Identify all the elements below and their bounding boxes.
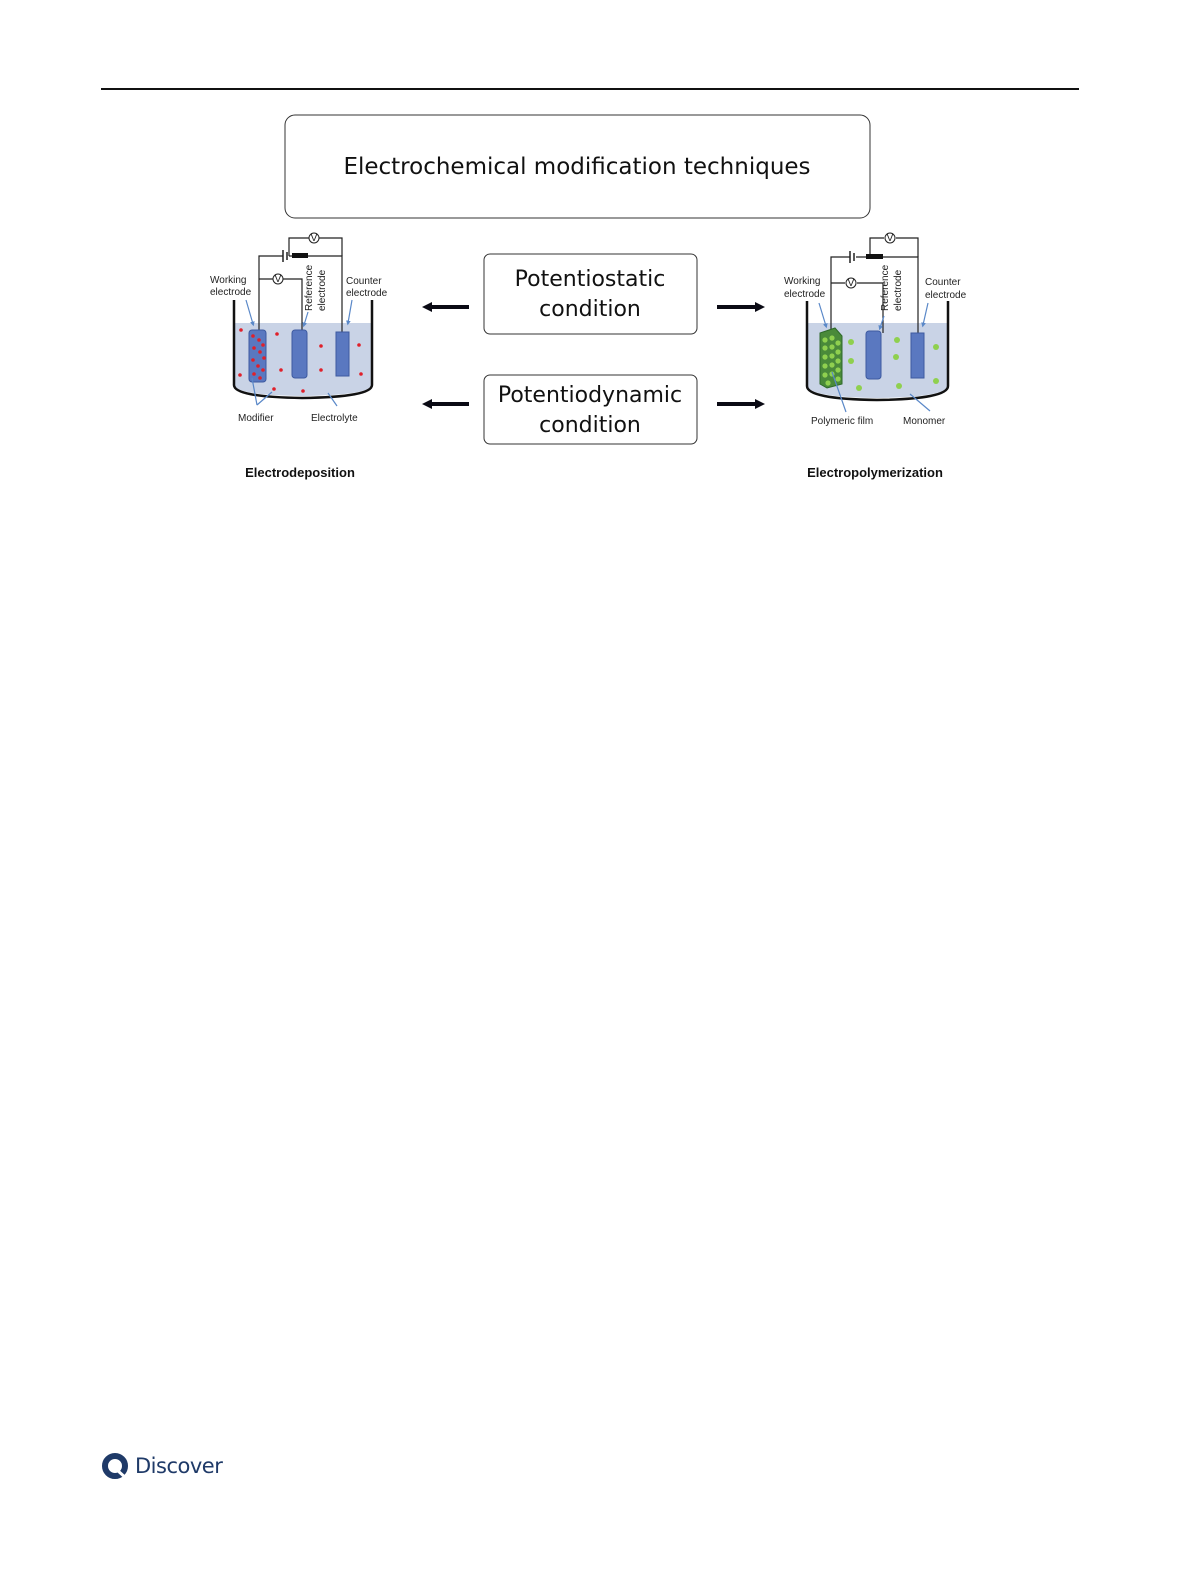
discover-logo-icon [102,1453,129,1480]
figure-title: Electrochemical modification techniques [343,154,810,180]
figure-conditions-1-line1-label: Potentiodynamic [498,383,682,408]
arrow-left-icon [422,399,469,409]
figure-conditions-0-line2-label: condition [539,297,641,322]
voltmeter-icon: V [275,274,282,285]
figure-left_cell-electrolyte-label: Electrolyte [311,413,358,424]
arrow-right-icon [717,302,765,312]
voltmeter-icon: V [311,233,318,244]
electropolymerization-cell: V V Working electrode Counter electrode … [784,232,967,480]
figure-right_cell-monomer-label: Monomer [903,416,946,427]
figure-left_cell-reference-0-label: Reference [304,264,315,311]
potentiostatic-box: Potentiostatic condition [483,253,698,335]
figure-left_cell-working-1-label: electrode [210,287,252,298]
reference-electrode [291,329,308,379]
figure-conditions-0-line1-label: Potentiostatic [515,267,666,292]
figure-left_cell-working-0-label: Working [210,275,247,286]
figure-electrochemical-techniques: Electrochemical modification techniques … [210,114,967,480]
figure-conditions-1-line2-label: condition [539,413,641,438]
figure-left_cell-counter-1-label: electrode [346,288,388,299]
arrow-right-icon [717,399,765,409]
brand-name: Discover [135,1454,223,1478]
discover-logo: Discover [101,1452,223,1480]
title-box: Electrochemical modification techniques [284,114,871,219]
figure-right_cell-working-1-label: electrode [784,289,826,300]
caption-electropolymerization: Electropolymerization [807,465,943,480]
figure-right_cell-reference-1-label: electrode [893,269,904,311]
figure-left_cell-reference-1-label: electrode [317,269,328,311]
figure-right_cell-working-0-label: Working [784,276,821,287]
figure-left_cell-counter-0-label: Counter [346,276,382,287]
arrows [422,302,765,409]
figure-right_cell-film-label: Polymeric film [811,416,873,427]
figure-left_cell-modifier-label: Modifier [238,413,274,424]
figure-right_cell-counter-0-label: Counter [925,277,961,288]
counter-electrode [910,332,925,379]
header-rule [101,88,1079,90]
figure-right_cell-reference-0-label: Reference [880,264,891,311]
voltmeter-icon: V [848,278,855,289]
potentiodynamic-box: Potentiodynamic condition [483,374,698,445]
reference-electrode [865,330,882,380]
electrodeposition-cell: V V Working electrode Counter electrode … [210,232,388,480]
caption-electrodeposition: Electrodeposition [245,465,355,480]
voltmeter-icon: V [887,233,894,244]
figure-right_cell-counter-1-label: electrode [925,290,967,301]
counter-electrode [335,331,350,377]
arrow-left-icon [422,302,469,312]
working-electrode [248,329,267,383]
